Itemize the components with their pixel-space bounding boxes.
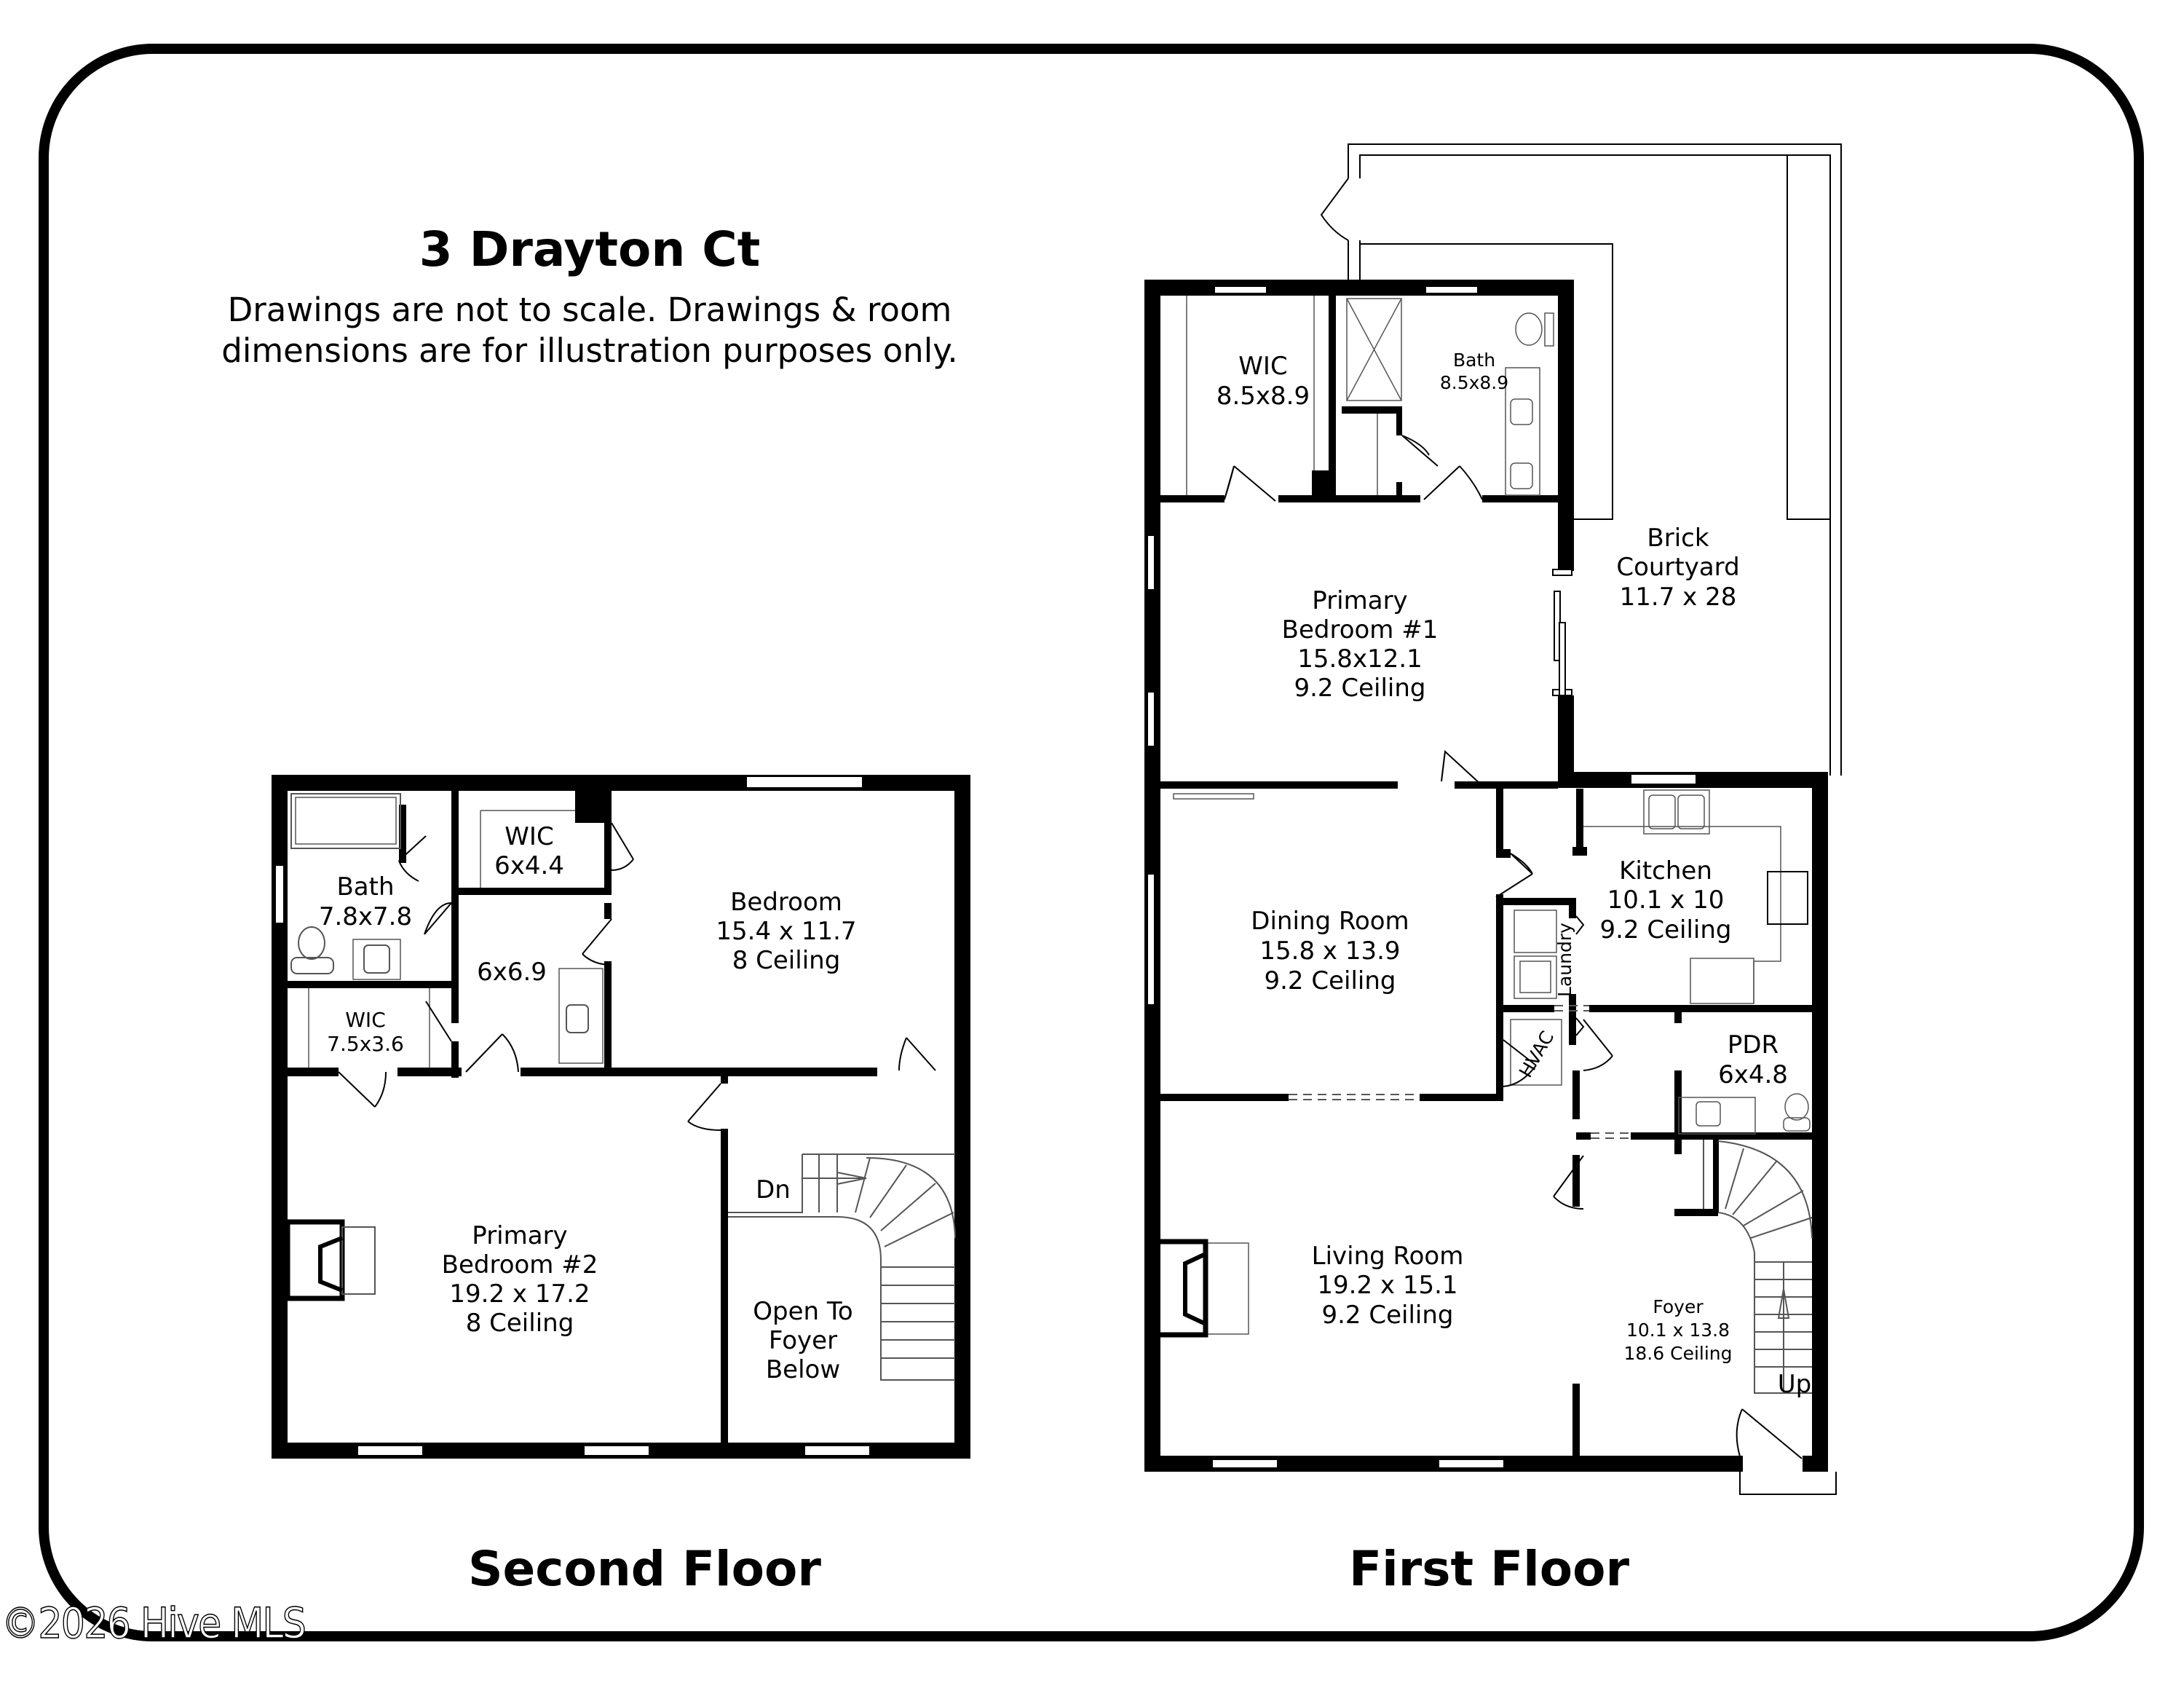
ff-living-label: Living Room — [1312, 1242, 1464, 1271]
ff-foyer-dims: 10.1 x 13.8 — [1626, 1320, 1730, 1341]
ff-primary1-line1: Primary — [1312, 586, 1407, 615]
door-swings — [1224, 435, 1837, 1495]
property-title: 3 Drayton Ct — [419, 221, 761, 277]
sf-open-line2: Foyer — [769, 1326, 837, 1355]
sf-hall-dims: 6x6.9 — [477, 958, 547, 987]
ff-courtyard-line1: Brick — [1647, 524, 1709, 553]
fixtures — [1173, 296, 1811, 1335]
ff-pdr-label: PDR — [1728, 1030, 1779, 1060]
sf-wic-lower-dims: 7.5x3.6 — [327, 1032, 404, 1056]
sf-bath-label: Bath — [336, 872, 394, 902]
ff-primary1-ceiling: 9.2 Ceiling — [1294, 674, 1425, 703]
ff-laundry-label: Laundry — [1554, 923, 1575, 997]
first-floor-plan: WIC 8.5x8.9 Bath 8.5x8.9 Brick Courtyard… — [1144, 143, 1842, 1495]
sf-primary2-ceiling: 8 Ceiling — [466, 1309, 574, 1338]
ff-stair-up-label: Up — [1778, 1370, 1811, 1399]
open-passages — [1289, 1005, 1631, 1139]
second-floor-label: Second Floor — [468, 1541, 821, 1597]
ff-wic-dims: 8.5x8.9 — [1216, 382, 1310, 411]
ff-courtyard-dims: 11.7 x 28 — [1620, 583, 1737, 612]
ff-living-dims: 19.2 x 15.1 — [1317, 1271, 1457, 1300]
ff-foyer-label: Foyer — [1653, 1296, 1704, 1317]
ff-dining-ceiling: 9.2 Ceiling — [1264, 966, 1396, 995]
sf-primary2-line2: Bedroom #2 — [442, 1250, 598, 1279]
ff-foyer-ceiling: 18.6 Ceiling — [1624, 1343, 1733, 1364]
sf-primary2-line1: Primary — [472, 1221, 567, 1250]
first-floor-label: First Floor — [1349, 1541, 1630, 1597]
ff-kitchen-label: Kitchen — [1619, 856, 1712, 886]
ff-bath-label: Bath — [1453, 350, 1495, 371]
sf-bath-dims: 7.8x7.8 — [319, 902, 412, 931]
second-floor-plan: Bath 7.8x7.8 WIC 6x4.4 6x6.9 Bedroom 15.… — [272, 775, 970, 1459]
ff-bath-dims: 8.5x8.9 — [1440, 372, 1508, 393]
ff-pdr-dims: 6x4.8 — [1718, 1060, 1788, 1089]
ff-kitchen-ceiling: 9.2 Ceiling — [1599, 915, 1731, 944]
sf-open-line3: Below — [766, 1355, 840, 1384]
sf-primary2-dims: 19.2 x 17.2 — [449, 1279, 590, 1309]
sf-wic-dims: 6x4.4 — [494, 851, 564, 880]
interior-walls — [1160, 296, 1812, 1456]
interior-walls — [288, 790, 877, 1451]
ff-courtyard-line2: Courtyard — [1616, 553, 1739, 582]
sf-open-line1: Open To — [753, 1297, 852, 1326]
courtyard-outline — [1320, 143, 1842, 776]
ff-primary1-dims: 15.8x12.1 — [1297, 644, 1423, 674]
first-floor-outer-walls — [1144, 280, 1828, 1472]
disclaimer-line-1: Drawings are not to scale. Drawings & ro… — [227, 291, 952, 329]
window-group — [1147, 285, 1697, 1469]
sf-wic-lower-label: WIC — [345, 1008, 386, 1032]
disclaimer-line-2: dimensions are for illustration purposes… — [221, 331, 958, 370]
door-swings — [338, 822, 936, 1131]
sf-stair-dn-label: Dn — [756, 1175, 791, 1204]
ff-wic-label: WIC — [1238, 352, 1287, 381]
ff-primary1-line2: Bedroom #1 — [1282, 615, 1439, 644]
ff-living-ceiling: 9.2 Ceiling — [1321, 1301, 1453, 1330]
ff-kitchen-dims: 10.1 x 10 — [1607, 886, 1725, 915]
ff-dining-label: Dining Room — [1251, 907, 1409, 936]
window-group — [274, 776, 871, 1456]
sf-wic-label: WIC — [505, 822, 553, 851]
sf-bedroom-label: Bedroom — [730, 888, 842, 917]
sf-bedroom-dims: 15.4 x 11.7 — [716, 917, 856, 946]
page-frame — [39, 44, 2144, 1641]
disclaimer: Drawings are not to scale. Drawings & ro… — [0, 290, 1179, 371]
watermark: ©2026 Hive MLS — [1, 1598, 306, 1649]
stairs-icon — [1703, 1140, 1813, 1394]
stairs-icon — [728, 1153, 956, 1381]
sf-bedroom-ceiling: 8 Ceiling — [732, 946, 841, 975]
ff-dining-dims: 15.8 x 13.9 — [1259, 936, 1400, 966]
